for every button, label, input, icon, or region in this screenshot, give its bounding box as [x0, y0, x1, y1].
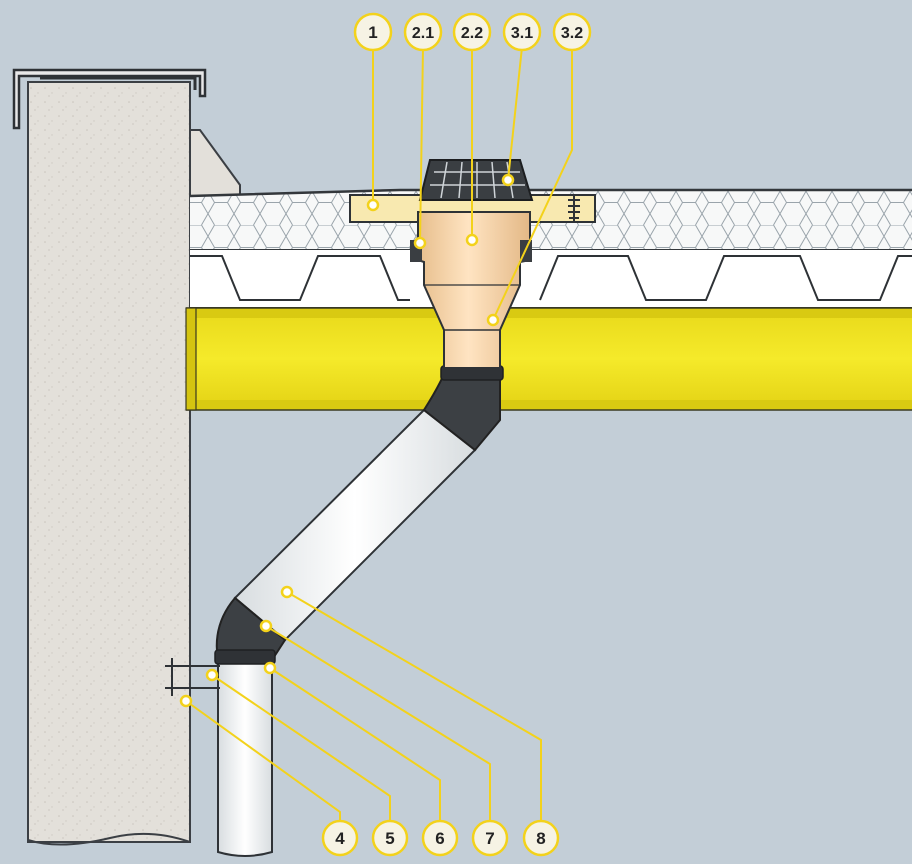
callout-2-2: 2.2: [452, 12, 492, 52]
leader-3-2: [492, 47, 573, 321]
screw-icon: [568, 195, 580, 222]
callout-8: 8: [522, 819, 560, 857]
parapet-coping: [12, 68, 207, 130]
marker-5: [205, 668, 219, 682]
callout-3-2: 3.2: [552, 12, 592, 52]
wall-brackets: [165, 658, 220, 696]
diagonal-pipe: [233, 408, 477, 642]
callout-5-label: 5: [385, 829, 394, 848]
leader-5: [211, 674, 391, 822]
callout-1: 1: [353, 12, 393, 52]
marker-3-2: [486, 313, 500, 327]
leader-lines: [185, 46, 573, 822]
marker-6: [263, 661, 277, 675]
callout-4: 4: [321, 819, 359, 857]
wall-flashing: [189, 129, 241, 197]
leaf-guard-grate: [418, 159, 534, 201]
callout-2-1: 2.1: [403, 12, 443, 52]
marker-4: [179, 694, 193, 708]
leader-6: [269, 667, 441, 822]
concrete-wall: [27, 81, 191, 846]
marker-dots: [179, 173, 515, 708]
marker-8: [280, 585, 294, 599]
lower-elbow: [214, 596, 287, 665]
marker-3-1: [501, 173, 515, 187]
callout-6: 6: [421, 819, 459, 857]
leader-3-1: [507, 46, 523, 181]
steel-beam: [185, 307, 912, 411]
callout-5: 5: [371, 819, 409, 857]
callout-6-label: 6: [435, 829, 444, 848]
callout-8-label: 8: [536, 829, 545, 848]
callout-7-label: 7: [485, 829, 494, 848]
leader-7: [265, 625, 491, 822]
callout-2-1-label: 2.1: [412, 25, 434, 42]
callout-3-1: 3.1: [502, 12, 542, 52]
callout-4-label: 4: [335, 829, 345, 848]
vertical-downpipe: [217, 654, 273, 857]
callouts-bottom: 4 5 6 7 8: [321, 819, 560, 857]
callouts-top: 1 2.1 2.2 3.1 3.2: [353, 12, 592, 52]
callout-3-2-label: 3.2: [561, 25, 583, 42]
leader-2-1: [419, 46, 424, 244]
leader-8: [286, 591, 542, 822]
marker-2-2: [465, 233, 479, 247]
callout-7: 7: [471, 819, 509, 857]
trapezoidal-deck: [190, 250, 912, 309]
upper-elbow: [422, 365, 504, 452]
marker-1: [366, 198, 380, 212]
callout-3-1-label: 3.1: [511, 25, 533, 42]
leader-4: [185, 700, 341, 822]
callout-1-label: 1: [368, 23, 377, 42]
marker-2-1: [413, 236, 427, 250]
callout-2-2-label: 2.2: [461, 25, 483, 42]
marker-7: [259, 619, 273, 633]
